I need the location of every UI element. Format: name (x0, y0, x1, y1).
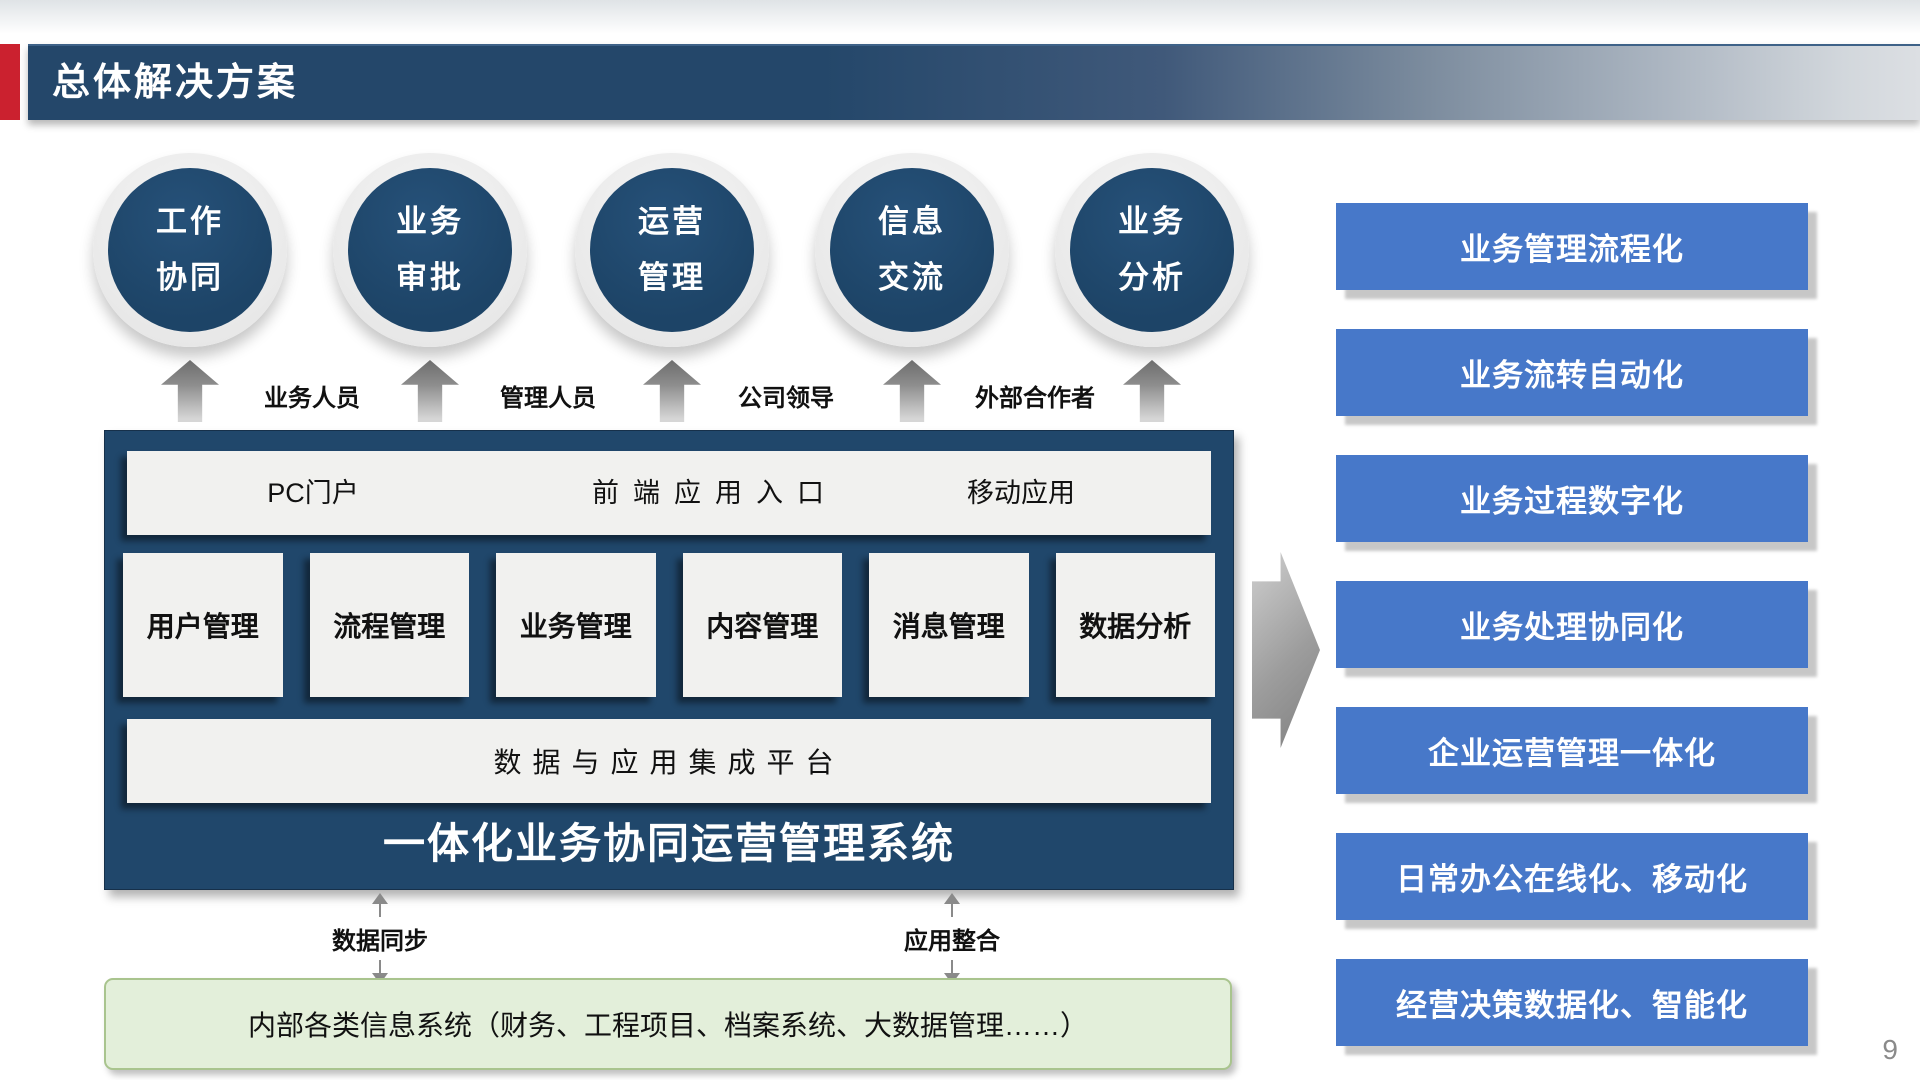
user-circle-biz-approval: 业务 审批 (333, 153, 527, 347)
up-arrow-icon (643, 360, 701, 422)
up-arrow-icon (401, 360, 459, 422)
sync-label-app: 应用整合 (904, 928, 1000, 955)
role-label-business-staff: 业务人员 (264, 385, 360, 412)
role-label-external-partners: 外部合作者 (975, 385, 1095, 412)
sync-label-data: 数据同步 (332, 928, 428, 955)
benefit-item: 业务处理协同化 (1336, 581, 1808, 668)
circle-text-line2: 审批 (396, 260, 464, 295)
user-circle-biz-analysis: 业务 分析 (1055, 153, 1249, 347)
arrow-up-icon (372, 893, 388, 904)
sync-arrow-app: 应用整合 (904, 893, 1000, 984)
benefit-item: 日常办公在线化、移动化 (1336, 833, 1808, 920)
arrow-stem (951, 960, 953, 973)
arrow-up-icon (944, 893, 960, 904)
entry-mobile-app: 移动应用 (967, 478, 1075, 508)
entry-pc-portal: PC门户 (267, 478, 359, 508)
arrow-stem (379, 904, 381, 917)
user-circle-inner: 工作 协同 (108, 168, 272, 332)
module-data-analysis: 数据分析 (1055, 553, 1215, 697)
circle-text-line1: 业务 (396, 204, 464, 239)
role-label-company-leaders: 公司领导 (738, 385, 834, 412)
circle-text-line1: 工作 (156, 204, 224, 239)
up-arrow-icon (161, 360, 219, 422)
user-circle-inner: 运营 管理 (590, 168, 754, 332)
module-process-mgmt: 流程管理 (309, 553, 469, 697)
header-accent-bar (0, 44, 20, 120)
module-user-mgmt: 用户管理 (123, 553, 283, 697)
top-gradient (0, 0, 1920, 40)
user-circle-ops-mgmt: 运营 管理 (575, 153, 769, 347)
page-title: 总体解决方案 (52, 62, 299, 104)
circle-text-line2: 交流 (878, 260, 946, 295)
user-circle-work-collab: 工作 协同 (93, 153, 287, 347)
benefit-item: 企业运营管理一体化 (1336, 707, 1808, 794)
user-circle-info-exchange: 信息 交流 (815, 153, 1009, 347)
module-business-mgmt: 业务管理 (496, 553, 656, 697)
benefit-item: 业务过程数字化 (1336, 455, 1808, 542)
sync-arrow-data: 数据同步 (332, 893, 428, 984)
user-circle-inner: 信息 交流 (830, 168, 994, 332)
arrow-stem (379, 960, 381, 973)
circle-text-line1: 业务 (1118, 204, 1186, 239)
up-arrow-icon (1123, 360, 1181, 422)
role-label-managers: 管理人员 (500, 385, 596, 412)
integration-platform-bar: 数据与应用集成平台 (127, 719, 1211, 803)
header-bar: 总体解决方案 (28, 44, 1920, 120)
circle-text-line2: 协同 (156, 260, 224, 295)
benefit-item: 业务管理流程化 (1336, 203, 1808, 290)
circle-text-line1: 运营 (638, 204, 706, 239)
circle-text-line2: 管理 (638, 260, 706, 295)
arrow-stem (951, 904, 953, 917)
module-message-mgmt: 消息管理 (869, 553, 1029, 697)
user-circle-inner: 业务 分析 (1070, 168, 1234, 332)
system-title: 一体化业务协同运营管理系统 (382, 820, 955, 867)
front-entry-bar: PC门户 前端应用入口 移动应用 (127, 451, 1211, 535)
module-content-mgmt: 内容管理 (682, 553, 842, 697)
internal-systems-box: 内部各类信息系统（财务、工程项目、档案系统、大数据管理……） (104, 978, 1232, 1070)
circle-text-line2: 分析 (1118, 260, 1186, 295)
benefits-list: 业务管理流程化 业务流转自动化 业务过程数字化 业务处理协同化 企业运营管理一体… (1336, 203, 1808, 1080)
entry-title: 前端应用入口 (592, 478, 838, 508)
benefit-item: 经营决策数据化、智能化 (1336, 959, 1808, 1046)
benefit-item: 业务流转自动化 (1336, 329, 1808, 416)
up-arrow-icon (883, 360, 941, 422)
user-circle-inner: 业务 审批 (348, 168, 512, 332)
right-block-arrow-icon (1252, 552, 1320, 748)
circle-text-line1: 信息 (878, 204, 946, 239)
platform-box: PC门户 前端应用入口 移动应用 用户管理 流程管理 业务管理 内容管理 消息管… (104, 430, 1234, 890)
module-row: 用户管理 流程管理 业务管理 内容管理 消息管理 数据分析 (123, 553, 1215, 697)
page-number: 9 (1882, 1034, 1898, 1065)
